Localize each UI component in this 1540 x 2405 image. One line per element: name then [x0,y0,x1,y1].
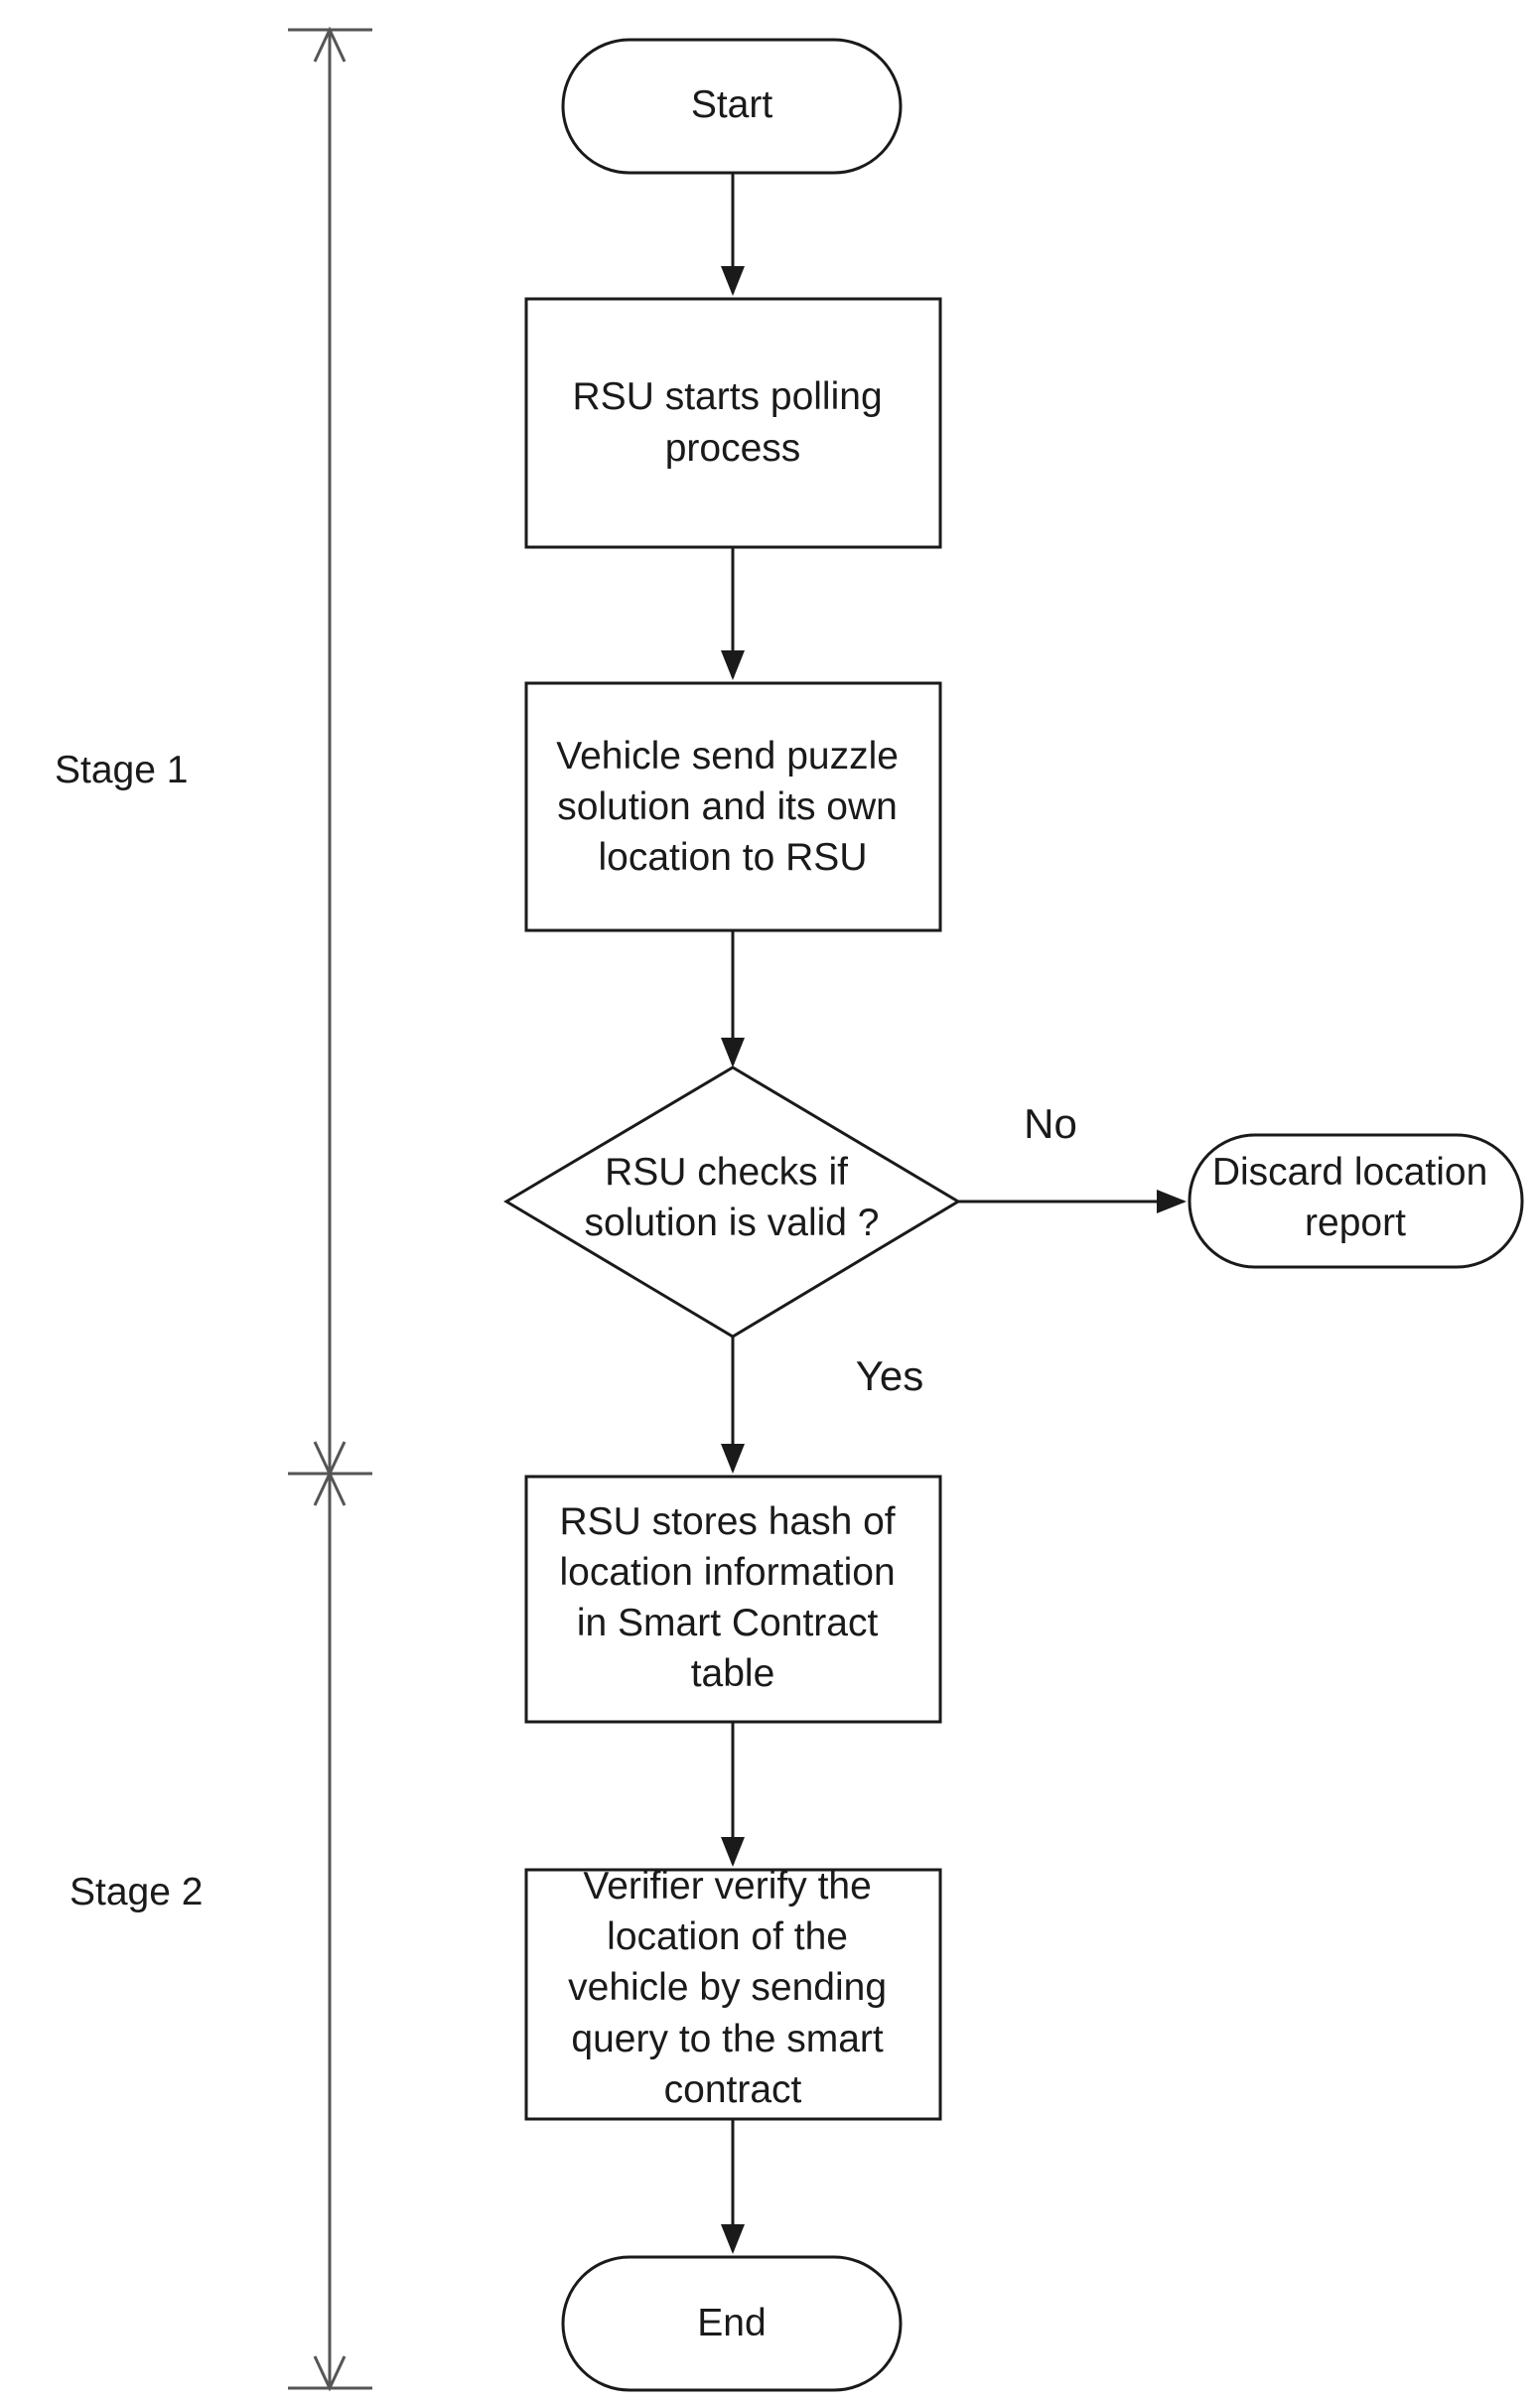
stage-2-top-arrowhead [313,1470,347,1506]
store-label-line: location information [559,1551,895,1594]
node-check: RSU checks if solution is valid ? [503,1065,961,1339]
node-discard: Discard location report [1188,1133,1524,1269]
vehicle-send-label: Vehicle send puzzle solution and its own… [556,735,910,879]
verify-label-line: Verifier verify the [583,1865,871,1908]
discard-label: Discard location report [1212,1151,1498,1244]
polling-label-line: process [665,427,801,470]
vehicle-send-process-box [524,681,942,932]
stage-1-top-arrowhead [313,26,347,63]
store-process-box [524,1475,942,1724]
start-label: Start [691,83,773,126]
verify-label-line: location of the [607,1915,848,1958]
verify-label: Verifier verify the location of the vehi… [568,1865,898,2111]
store-label-line: RSU stores hash of [560,1500,896,1543]
verify-label-line: vehicle by sending [568,1966,887,2009]
discard-label-line: Discard location [1212,1151,1487,1194]
polling-label: RSU starts polling process [573,375,894,470]
end-terminator [561,2255,903,2392]
vehicle-send-label-line: Vehicle send puzzle [556,735,899,778]
connectors [721,173,1187,2254]
check-label-line: solution is valid ? [585,1202,880,1244]
stage-timeline [288,26,372,2392]
check-label-line: RSU checks if [605,1151,848,1194]
verify-label-line: contract [664,2068,802,2111]
yes-branch-label: Yes [856,1352,924,1399]
store-label-line: table [691,1652,775,1695]
no-branch-label: No [1024,1100,1077,1147]
node-vehicle-send: Vehicle send puzzle solution and its own… [524,681,942,932]
check-label: RSU checks if solution is valid ? [585,1151,880,1244]
store-label: RSU stores hash of location information … [559,1500,906,1695]
stage-2-label: Stage 2 [70,1871,203,1913]
discard-terminator [1188,1133,1524,1269]
node-start: Start [561,38,903,175]
node-store: RSU stores hash of location information … [524,1475,942,1724]
discard-label-line: report [1305,1202,1406,1244]
stage-1-label: Stage 1 [55,749,188,791]
stage-2-bottom-arrowhead [313,2355,347,2392]
verify-process-box [524,1868,942,2121]
polling-label-line: RSU starts polling [573,375,883,418]
store-label-line: in Smart Contract [577,1602,879,1644]
polling-process-box [524,297,942,549]
start-terminator [561,38,903,175]
vehicle-send-label-line: solution and its own [557,785,898,828]
node-verify: Verifier verify the location of the vehi… [524,1865,942,2121]
node-polling: RSU starts polling process [524,297,942,549]
end-label: End [697,2302,766,2344]
vehicle-send-label-line: location to RSU [599,836,868,879]
verify-label-line: query to the smart [571,2018,883,2060]
check-decision-diamond [503,1065,961,1339]
node-end: End [561,2255,903,2392]
